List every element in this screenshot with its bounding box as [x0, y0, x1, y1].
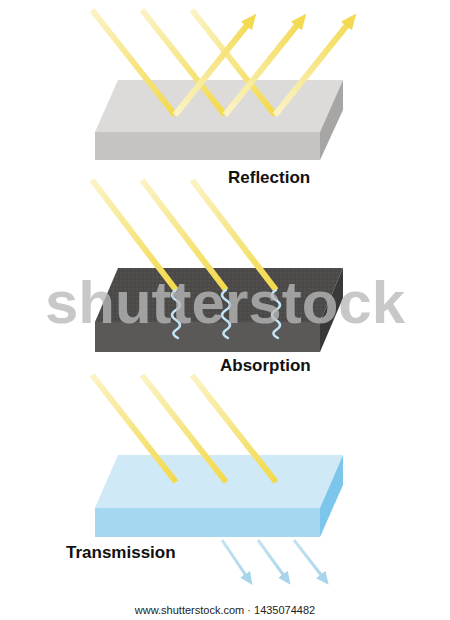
slab-caption: Transmission — [66, 543, 176, 563]
reflection-slab — [95, 80, 343, 160]
reflection-rays — [92, 10, 352, 115]
transmitted-rays — [222, 540, 325, 580]
watermark: shutterstock — [45, 268, 405, 337]
slab-caption: Reflection — [228, 168, 310, 188]
transmission-rays — [92, 375, 276, 482]
slab-caption: Absorption — [220, 356, 311, 376]
transmission-slab — [95, 455, 343, 537]
footer-credit: www.shutterstock.com · 1435074482 — [135, 604, 315, 616]
